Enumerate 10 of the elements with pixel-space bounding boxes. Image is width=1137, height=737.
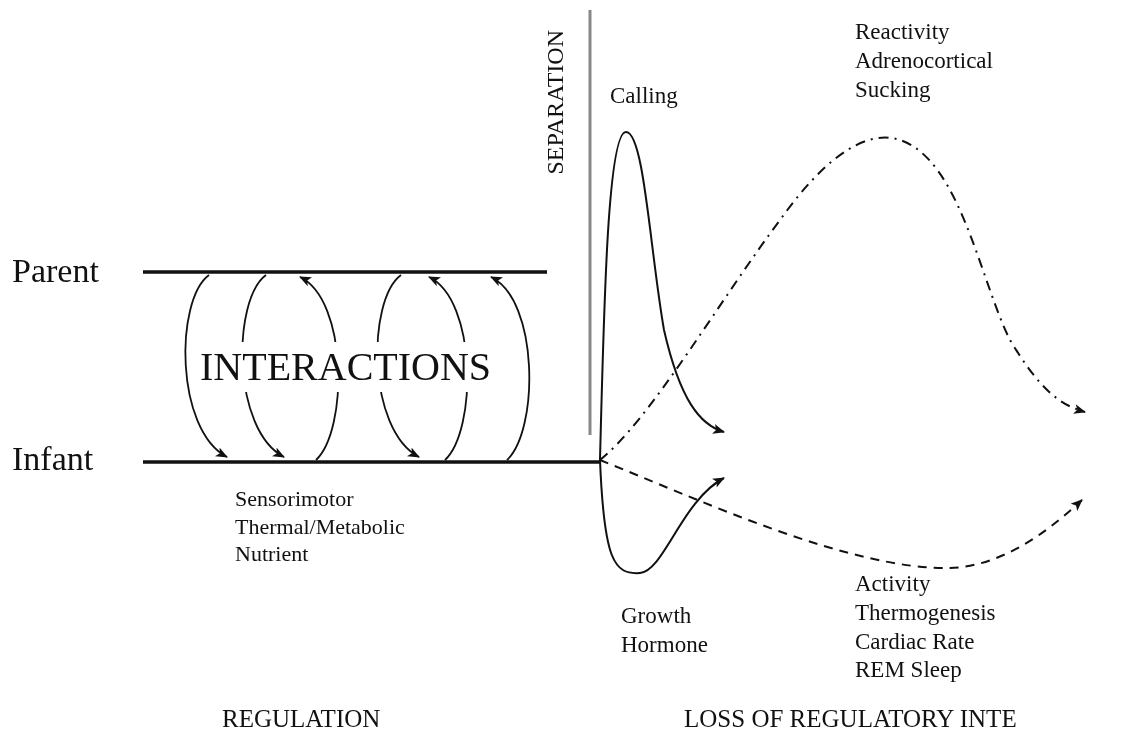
phase-label: REGULATION <box>222 704 381 734</box>
variable-list: Sensorimotor Thermal/Metabolic Nutrient <box>235 485 475 568</box>
variable-label: Growth Hormone <box>621 602 709 659</box>
variable-list: Activity Thermogenesis Cardiac Rate REM Sleep <box>855 570 1015 685</box>
row-label: Parent <box>12 251 99 291</box>
phase-label: LOSS OF REGULATORY INTE <box>684 704 1017 734</box>
variable-label: Calling <box>610 82 678 110</box>
event-label: SEPARATION <box>541 30 569 175</box>
variable-list: Reactivity Adrenocortical Sucking <box>855 18 1045 105</box>
row-label: Infant <box>12 439 94 479</box>
